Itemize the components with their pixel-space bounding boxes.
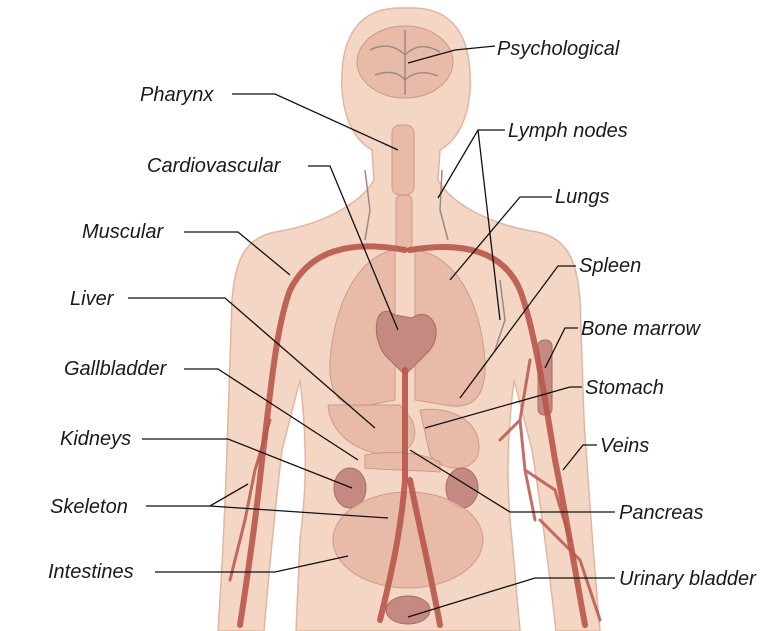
label-muscular: Muscular <box>82 221 164 243</box>
right-arm-veins <box>498 358 602 622</box>
bladder-organ <box>385 595 431 625</box>
leader-intestines <box>155 555 349 573</box>
label-gallbladder: Gallbladder <box>64 358 168 380</box>
label-pancreas: Pancreas <box>619 502 704 524</box>
label-kidneys: Kidneys <box>60 428 131 450</box>
label-pharynx: Pharynx <box>140 84 214 106</box>
brain <box>356 25 454 99</box>
leader-lungs <box>449 196 552 281</box>
lungs-organ <box>329 249 486 407</box>
leader-kidneys <box>142 438 353 489</box>
right-lung <box>414 249 486 407</box>
left-kidney <box>333 467 367 509</box>
abdomen-organs <box>327 404 484 625</box>
leader-lines <box>128 45 615 618</box>
label-veins: Veins <box>600 435 649 457</box>
descending-aorta <box>377 367 408 623</box>
leader-bone-marrow <box>544 327 578 369</box>
label-spleen: Spleen <box>579 255 641 277</box>
label-cardiovascular: Cardiovascular <box>147 155 282 177</box>
leader-stomach <box>424 386 582 429</box>
labels: Psychological Pharynx Lymph nodes Cardio… <box>48 38 757 590</box>
leader-liver <box>128 297 376 429</box>
leader-skeleton-b <box>209 505 389 519</box>
label-liver: Liver <box>70 288 115 310</box>
intestines-organ <box>332 491 484 589</box>
label-stomach: Stomach <box>585 377 664 399</box>
left-arm-veins <box>228 418 272 582</box>
trachea <box>395 194 413 251</box>
leader-gallbladder <box>184 368 359 461</box>
left-arm-artery <box>237 243 408 628</box>
brain-folds <box>369 30 441 95</box>
leader-urinary-bladder <box>407 577 615 618</box>
leader-lymph-nodes-b <box>477 129 501 321</box>
leader-psychological <box>407 45 496 64</box>
leader-pancreas <box>409 449 615 513</box>
pharynx-organ <box>391 124 415 196</box>
label-lungs: Lungs <box>555 186 610 208</box>
label-lymph-nodes: Lymph nodes <box>508 120 628 142</box>
label-urinary-bladder: Urinary bladder <box>619 568 757 590</box>
leader-veins <box>562 444 597 471</box>
blood-vessels <box>228 243 602 628</box>
leader-cardiovascular <box>308 165 399 331</box>
label-bone-marrow: Bone marrow <box>581 318 701 340</box>
label-intestines: Intestines <box>48 561 134 583</box>
leader-muscular <box>184 231 291 276</box>
lymph-chain <box>364 169 506 351</box>
leader-pharynx <box>232 93 399 151</box>
label-psychological: Psychological <box>497 38 620 60</box>
leader-spleen <box>459 265 576 399</box>
label-skeleton: Skeleton <box>50 496 128 518</box>
iliac-artery <box>407 477 443 628</box>
